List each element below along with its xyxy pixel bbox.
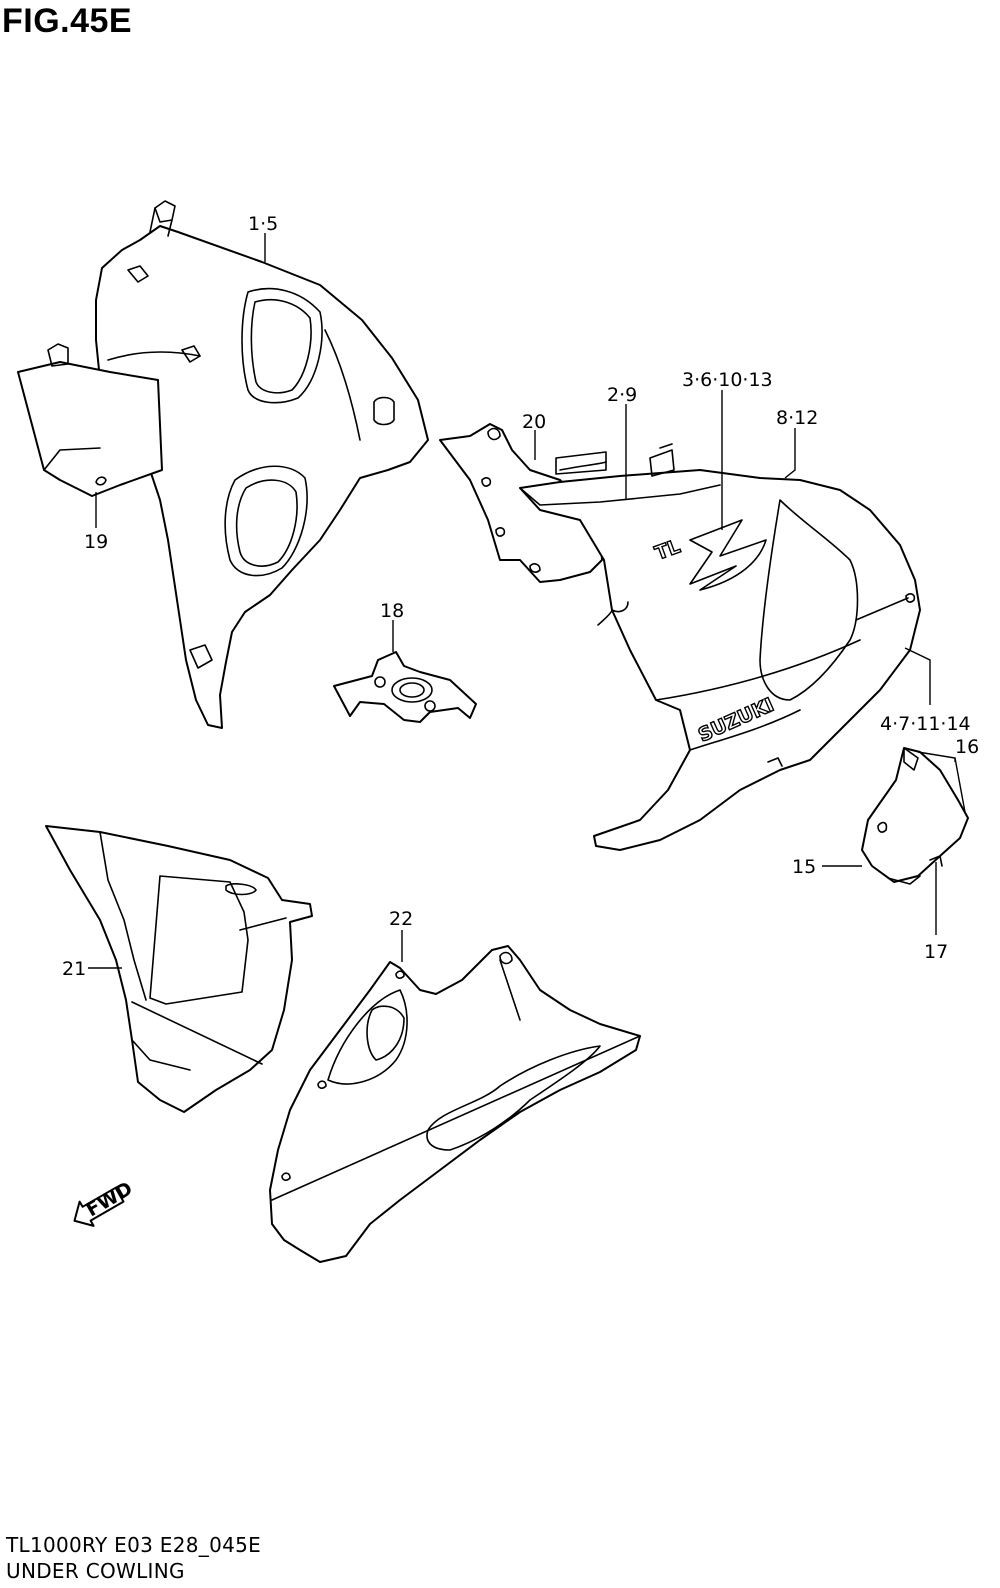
- fwd-label: FWD: [82, 1177, 136, 1221]
- callout-16: 16: [955, 736, 979, 758]
- part-side-piece-15[interactable]: [861, 747, 969, 885]
- part-side-cowling-right[interactable]: TL SUZUKI: [519, 443, 921, 851]
- figure-title: FIG.45E: [2, 2, 133, 40]
- callout-4-7-11-14: 4·7·11·14: [880, 713, 971, 735]
- leader-8-12: [784, 428, 796, 479]
- callout-2-9: 2·9: [607, 384, 637, 406]
- callout-15: 15: [792, 856, 816, 878]
- callout-17: 17: [924, 941, 948, 963]
- part-plate-18[interactable]: [333, 651, 477, 723]
- callout-18: 18: [380, 600, 404, 622]
- part-inner-panel-21[interactable]: [45, 825, 313, 1113]
- callout-1-5: 1·5: [248, 213, 278, 235]
- callout-22: 22: [389, 908, 413, 930]
- callout-21: 21: [62, 958, 86, 980]
- callout-3-6-10-13: 3·6·10·13: [682, 369, 773, 391]
- callout-8-12: 8·12: [776, 407, 818, 429]
- part-side-panel-19[interactable]: [17, 343, 163, 497]
- model-code: TL1000RY E03 E28_045E: [6, 1533, 262, 1557]
- part-under-cowling-22[interactable]: [269, 945, 641, 1263]
- callout-20: 20: [522, 411, 546, 433]
- fwd-arrow-icon: FWD: [73, 1177, 136, 1227]
- part-inner-bracket-20[interactable]: [439, 423, 603, 583]
- callout-19: 19: [84, 531, 108, 553]
- figure-name: UNDER COWLING: [6, 1559, 185, 1583]
- leader-4-7-11-14: [904, 647, 931, 705]
